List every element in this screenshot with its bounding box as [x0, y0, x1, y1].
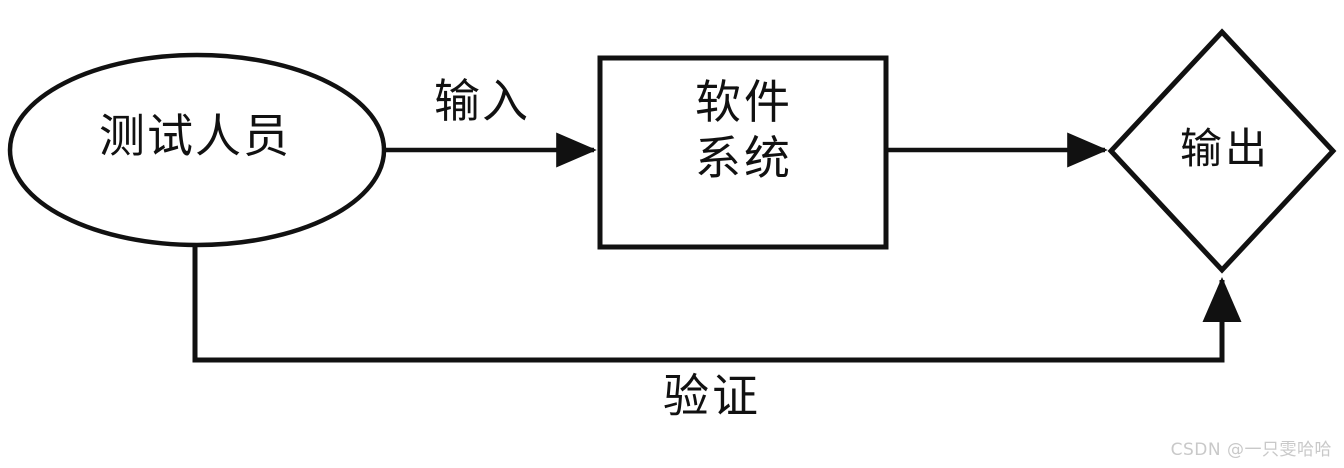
node-result-label: 输出	[1179, 124, 1270, 173]
node-process-rectangle[interactable]	[597, 55, 889, 250]
node-process-label: 软件系统	[606, 75, 882, 185]
node-result-diamond[interactable]	[1107, 28, 1337, 274]
node-process-label-line2: 系统	[695, 130, 793, 185]
node-actor-label: 测试人员	[99, 109, 291, 163]
edge-label-verify: 验证	[663, 369, 761, 423]
csdn-watermark: CSDN @一只雯哈哈	[1170, 440, 1332, 460]
edge-result-to-actor-feedback	[192, 243, 1242, 363]
node-process-label-line1: 软件	[695, 75, 793, 129]
edge-label-input: 输入	[434, 74, 530, 128]
